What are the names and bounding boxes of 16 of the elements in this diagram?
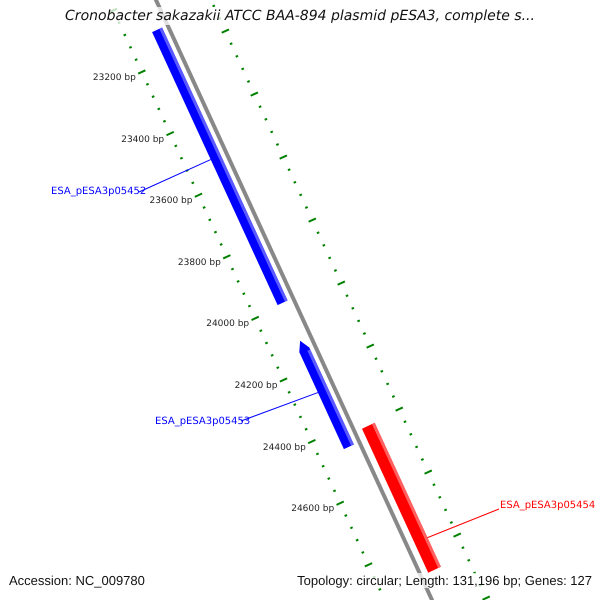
leader-line bbox=[427, 508, 500, 538]
tick-label: 23800 bp bbox=[178, 258, 221, 268]
gene-feature bbox=[152, 28, 288, 306]
accession-text: Accession: NC_009780 bbox=[7, 573, 147, 588]
tick-label: 23600 bp bbox=[150, 196, 192, 206]
leader-line bbox=[138, 159, 212, 192]
leader-line bbox=[240, 392, 318, 422]
gene-feature bbox=[362, 422, 441, 573]
gene-label: ESA_pESA3p05453 bbox=[155, 416, 250, 427]
tick-label: 24400 bp bbox=[262, 442, 306, 453]
gene-label: ESA_pESA3p05452 bbox=[51, 186, 146, 197]
gene-label: ESA_pESA3p05454 bbox=[500, 500, 596, 511]
tick-label: 23400 bp bbox=[121, 134, 164, 145]
tick-label: 24000 bp bbox=[206, 319, 250, 330]
summary-text: Topology: circular; Length: 131,196 bp; Genes: 127 bbox=[295, 573, 594, 588]
tick-label: 24600 bp bbox=[291, 504, 334, 514]
